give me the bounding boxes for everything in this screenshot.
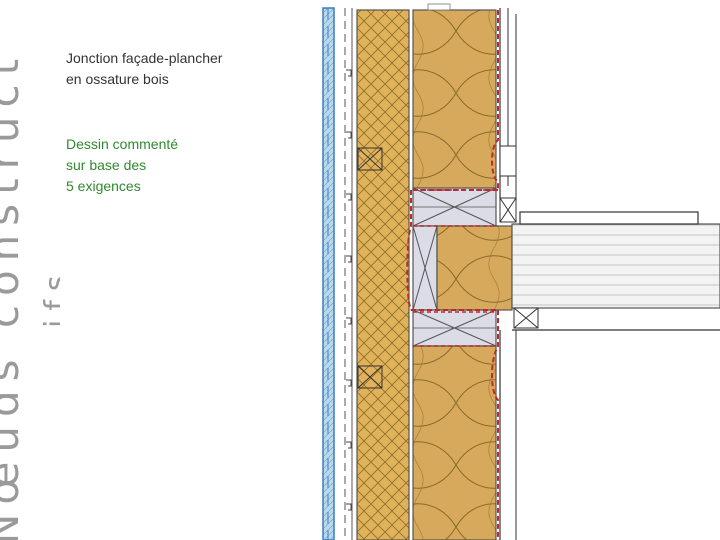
batten-lower (357, 365, 383, 389)
cladding-clip (346, 441, 352, 449)
vertical-series-title: Nœuds construct ifs (0, 0, 60, 540)
cladding-clip (346, 317, 352, 325)
floor-zone-insulation (436, 225, 513, 311)
membrane-wrap-upper (413, 189, 498, 227)
membrane-wrap-lower (413, 311, 498, 347)
drawing-title-line1: Jonction façade-plancher (66, 50, 223, 66)
drawing-title: Jonction façade-plancher en ossature boi… (66, 48, 222, 90)
drawing-subtitle-line3: 5 exigences (66, 178, 141, 194)
drawing-subtitle-line2: sur base des (66, 157, 147, 173)
airtight-membrane (406, 10, 499, 540)
floor-joists (511, 223, 720, 309)
wood-fibre-board (356, 9, 410, 540)
floor-screed (519, 211, 699, 225)
cladding-clip (346, 379, 352, 387)
drawing-subtitle: Dessin commenté sur base des 5 exigences (66, 134, 178, 197)
interior-lining (499, 8, 517, 540)
upper-wall-insulation (412, 9, 497, 191)
cladding-clip (346, 69, 352, 77)
batten-crosses (357, 147, 383, 389)
vertical-title-line2: ifs (39, 266, 60, 328)
cladding-clips (346, 69, 352, 511)
top-notch (427, 3, 451, 11)
drawing-title-line2: en ossature bois (66, 71, 169, 87)
cladding-layer (322, 7, 335, 540)
ventilated-cavity (344, 8, 353, 540)
drawing-subtitle-line1: Dessin commenté (66, 136, 179, 152)
cladding-clip (346, 503, 352, 511)
cladding-clip (346, 131, 352, 139)
upper-skirting (499, 145, 517, 177)
batten-upper (357, 147, 383, 171)
vertical-title-svg: Nœuds construct ifs (0, 50, 60, 540)
vertical-title-line1: Nœuds construct (0, 50, 28, 540)
cladding-clip (346, 193, 352, 201)
lower-wall-insulation (412, 345, 497, 540)
cladding-clip (346, 255, 352, 263)
